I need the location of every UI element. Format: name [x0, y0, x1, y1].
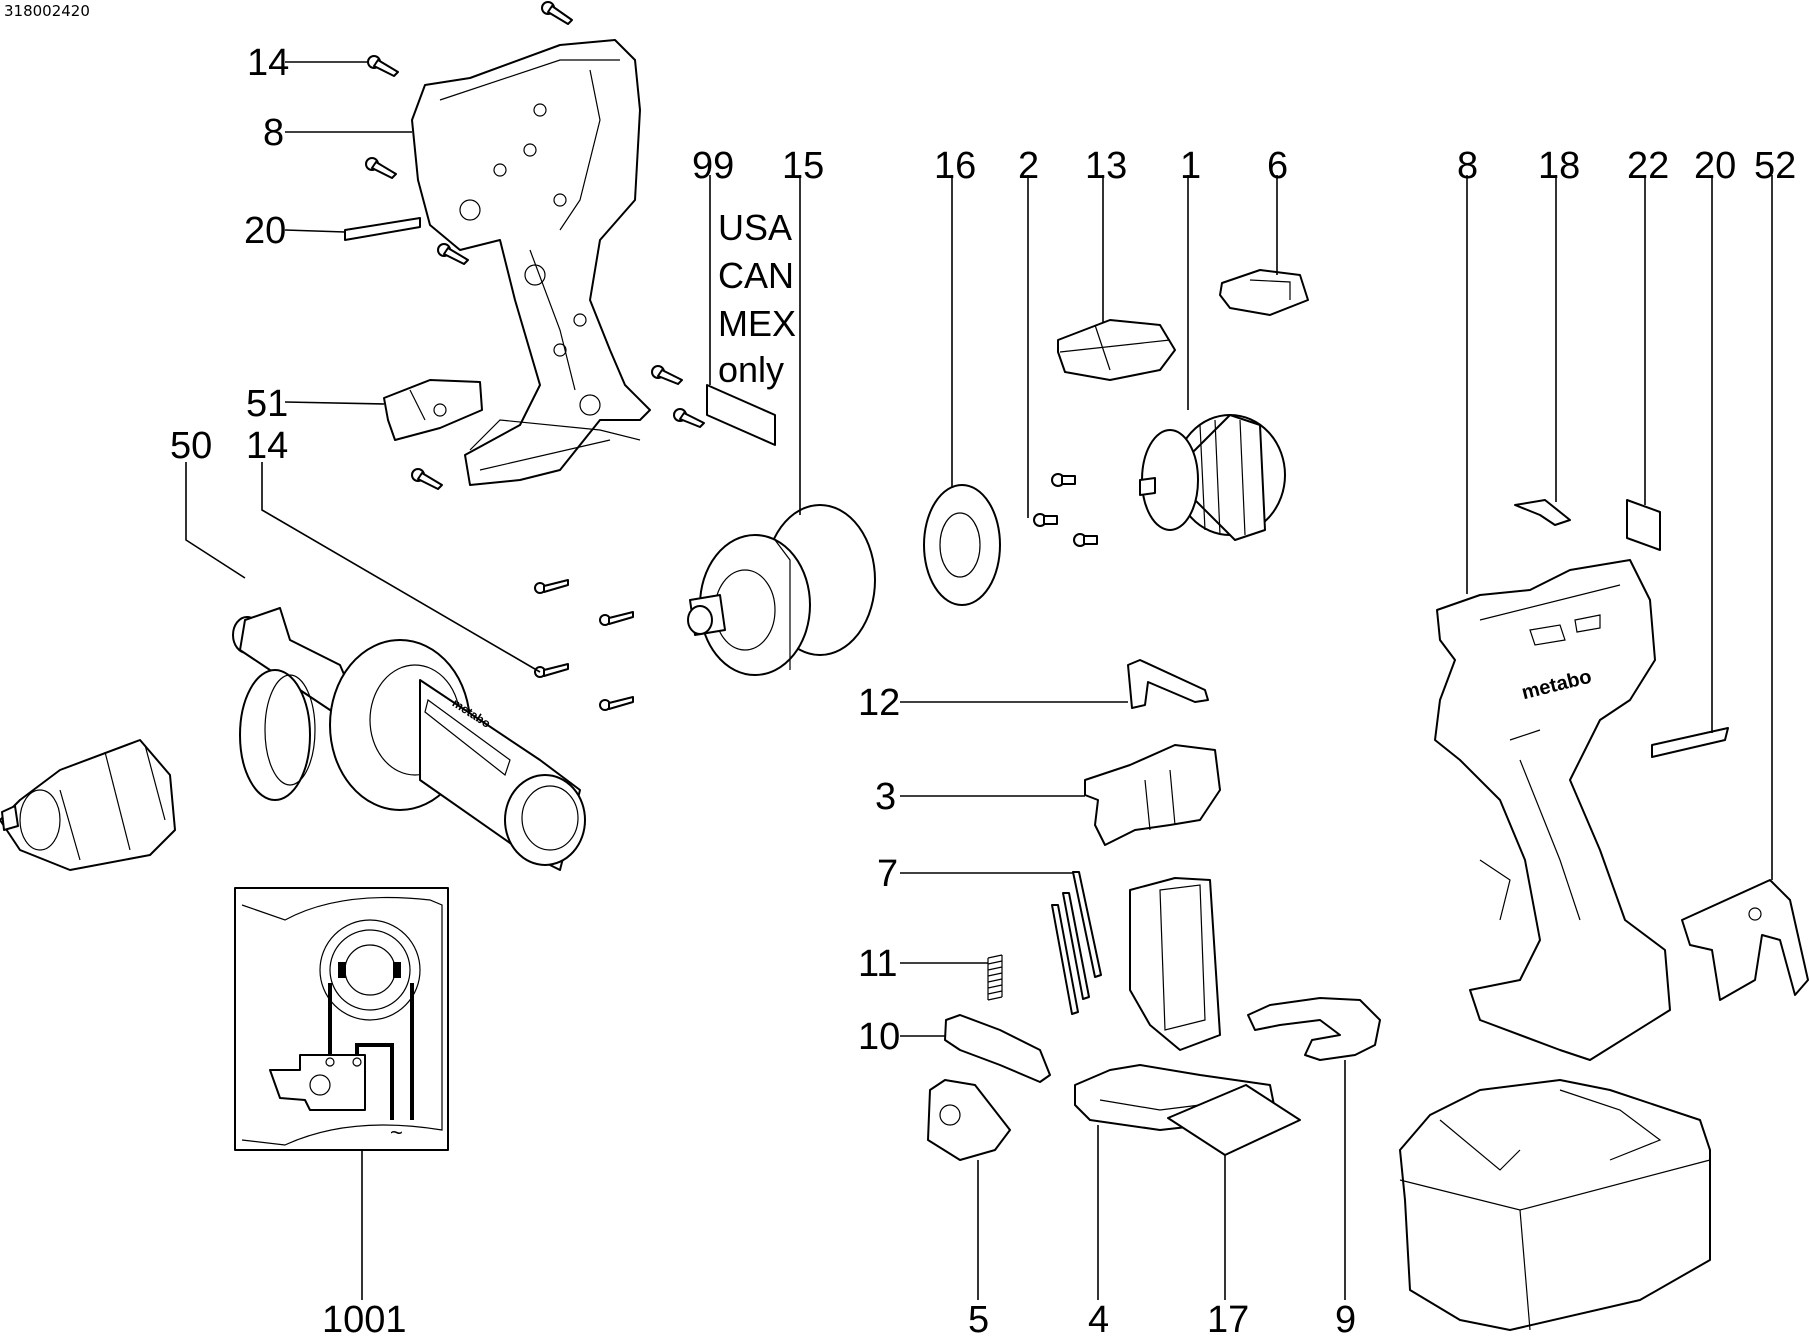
screw-icon: [411, 468, 443, 490]
screws-gear-housing: [534, 579, 634, 711]
leader-lines: [185, 61, 1773, 1300]
callout-8-left: 8: [263, 112, 284, 154]
housing-right-half[interactable]: metabo: [1434, 559, 1671, 1061]
note-line-usa: USA: [718, 207, 792, 248]
indicator-module-5: [927, 1079, 1011, 1161]
regional-note: USA CAN MEX only: [718, 207, 796, 390]
callout-52: 52: [1754, 145, 1796, 187]
note-line-only: only: [718, 349, 784, 390]
callout-18: 18: [1538, 145, 1580, 187]
callout-4: 4: [1088, 1299, 1109, 1338]
electronics-module-6: [1219, 269, 1309, 316]
callout-2: 2: [1018, 145, 1039, 187]
callout-7: 7: [877, 853, 898, 895]
callout-50: 50: [170, 425, 212, 467]
screw-icon: [534, 579, 569, 594]
callout-1001: 1001: [322, 1299, 407, 1338]
note-line-can: CAN: [718, 255, 794, 296]
screw-icon: [673, 408, 705, 428]
screws-motor-2: [1033, 473, 1098, 547]
screw-icon: [651, 365, 683, 385]
reversing-lever-12: [1127, 659, 1209, 709]
callout-12: 12: [858, 682, 900, 724]
housing-left-half[interactable]: [411, 39, 651, 486]
contact-pins-7: [1051, 871, 1102, 1015]
callout-1: 1: [1180, 145, 1201, 187]
side-handle-50: metabo: [232, 607, 586, 871]
wiring-diagram-1001[interactable]: ~: [234, 887, 449, 1151]
callout-14-top: 14: [247, 42, 289, 84]
belt-hook-52: [1681, 879, 1809, 1001]
callout-11: 11: [858, 943, 897, 985]
motor-1: [1139, 414, 1286, 541]
callout-99: 99: [692, 145, 734, 187]
trigger-switch-3: [1084, 744, 1221, 846]
screw-icon: [437, 243, 469, 265]
callout-14-lower: 14: [246, 425, 288, 467]
screw-icon: [367, 55, 399, 77]
callout-9: 9: [1335, 1299, 1356, 1338]
battery-latch-10: [944, 1014, 1051, 1083]
callout-17: 17: [1207, 1299, 1249, 1338]
label-strip-20-right: [1651, 727, 1729, 758]
screws-housing-left: [365, 1, 705, 490]
callout-16: 16: [934, 145, 976, 187]
callout-10: 10: [858, 1016, 900, 1058]
drill-chuck: [0, 739, 176, 871]
callout-22: 22: [1627, 145, 1669, 187]
bearing-flange-16: [923, 484, 1001, 606]
battery-guide-9: [1247, 997, 1381, 1061]
screw-icon: [1073, 533, 1098, 547]
label-18-curved: [1514, 499, 1571, 526]
compression-spring-11: [987, 954, 1003, 1001]
screw-icon: [541, 1, 573, 25]
gear-unit-15: [687, 504, 876, 676]
battery-pack: [1399, 1079, 1711, 1331]
callout-51: 51: [246, 383, 288, 425]
screw-icon: [1051, 473, 1076, 487]
switch-slide-13: [1057, 319, 1176, 381]
callout-20-left: 20: [244, 210, 286, 252]
ac-symbol: ~: [390, 1120, 403, 1145]
label-22-square: [1626, 499, 1661, 551]
screw-icon: [1033, 513, 1058, 527]
callout-20-right: 20: [1694, 145, 1736, 187]
label-strip-20-left: [344, 217, 421, 241]
type-plate-label-17: [1167, 1084, 1301, 1156]
document-id: 318002420: [4, 2, 90, 20]
note-line-mex: MEX: [718, 303, 796, 344]
callout-15: 15: [782, 145, 824, 187]
screw-icon: [534, 663, 569, 678]
callout-3: 3: [875, 776, 896, 818]
callout-5: 5: [968, 1299, 989, 1338]
label-99: [706, 384, 776, 446]
callout-8-right: 8: [1457, 145, 1478, 187]
callout-labels: 14 8 20 51 50 14 99 15 16 2 13 1 6 8 18 …: [170, 42, 1796, 1338]
belt-hook-mount-51: [383, 379, 483, 441]
callout-13: 13: [1085, 145, 1127, 187]
screw-icon: [599, 696, 634, 711]
screw-icon: [599, 611, 634, 626]
screw-icon: [365, 157, 397, 179]
callout-6: 6: [1267, 145, 1288, 187]
